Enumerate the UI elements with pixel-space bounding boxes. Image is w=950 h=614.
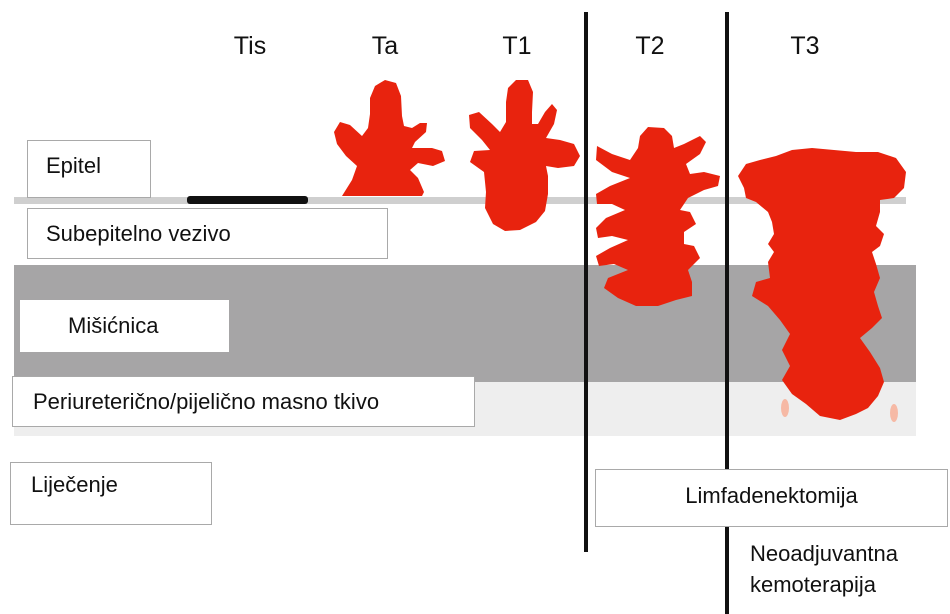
stage-label-t3: T3 [790,32,820,60]
tumor-t1 [469,80,580,231]
subepitel-label: Subepitelno vezivo [27,208,388,259]
neoadjuvant-line-2: kemoterapija [750,572,876,597]
basement-membrane [14,197,906,204]
stage-label-tis: Tis [233,32,267,60]
carcinoma-in-situ-line [187,196,308,204]
neoadjuvant-line-1: Neoadjuvantna [750,541,899,566]
misicnica-label: Mišićnica [20,300,229,352]
masno-tkivo-label: Periureterično/pijelično masno tkivo [12,376,475,427]
stage-label-t1: T1 [502,32,532,60]
fat-lobule [781,399,789,417]
tumor-t2 [596,127,720,306]
treatment-label: Liječenje [10,462,212,525]
tumor-t3 [738,148,906,420]
epitel-label: Epitel [27,140,151,198]
fat-lobule [890,404,898,422]
tumor-ta [334,80,445,196]
stage-label-ta: Ta [371,32,399,60]
stage-label-t2: T2 [635,32,665,60]
lymphadenectomy-label: Limfadenektomija [595,469,948,527]
